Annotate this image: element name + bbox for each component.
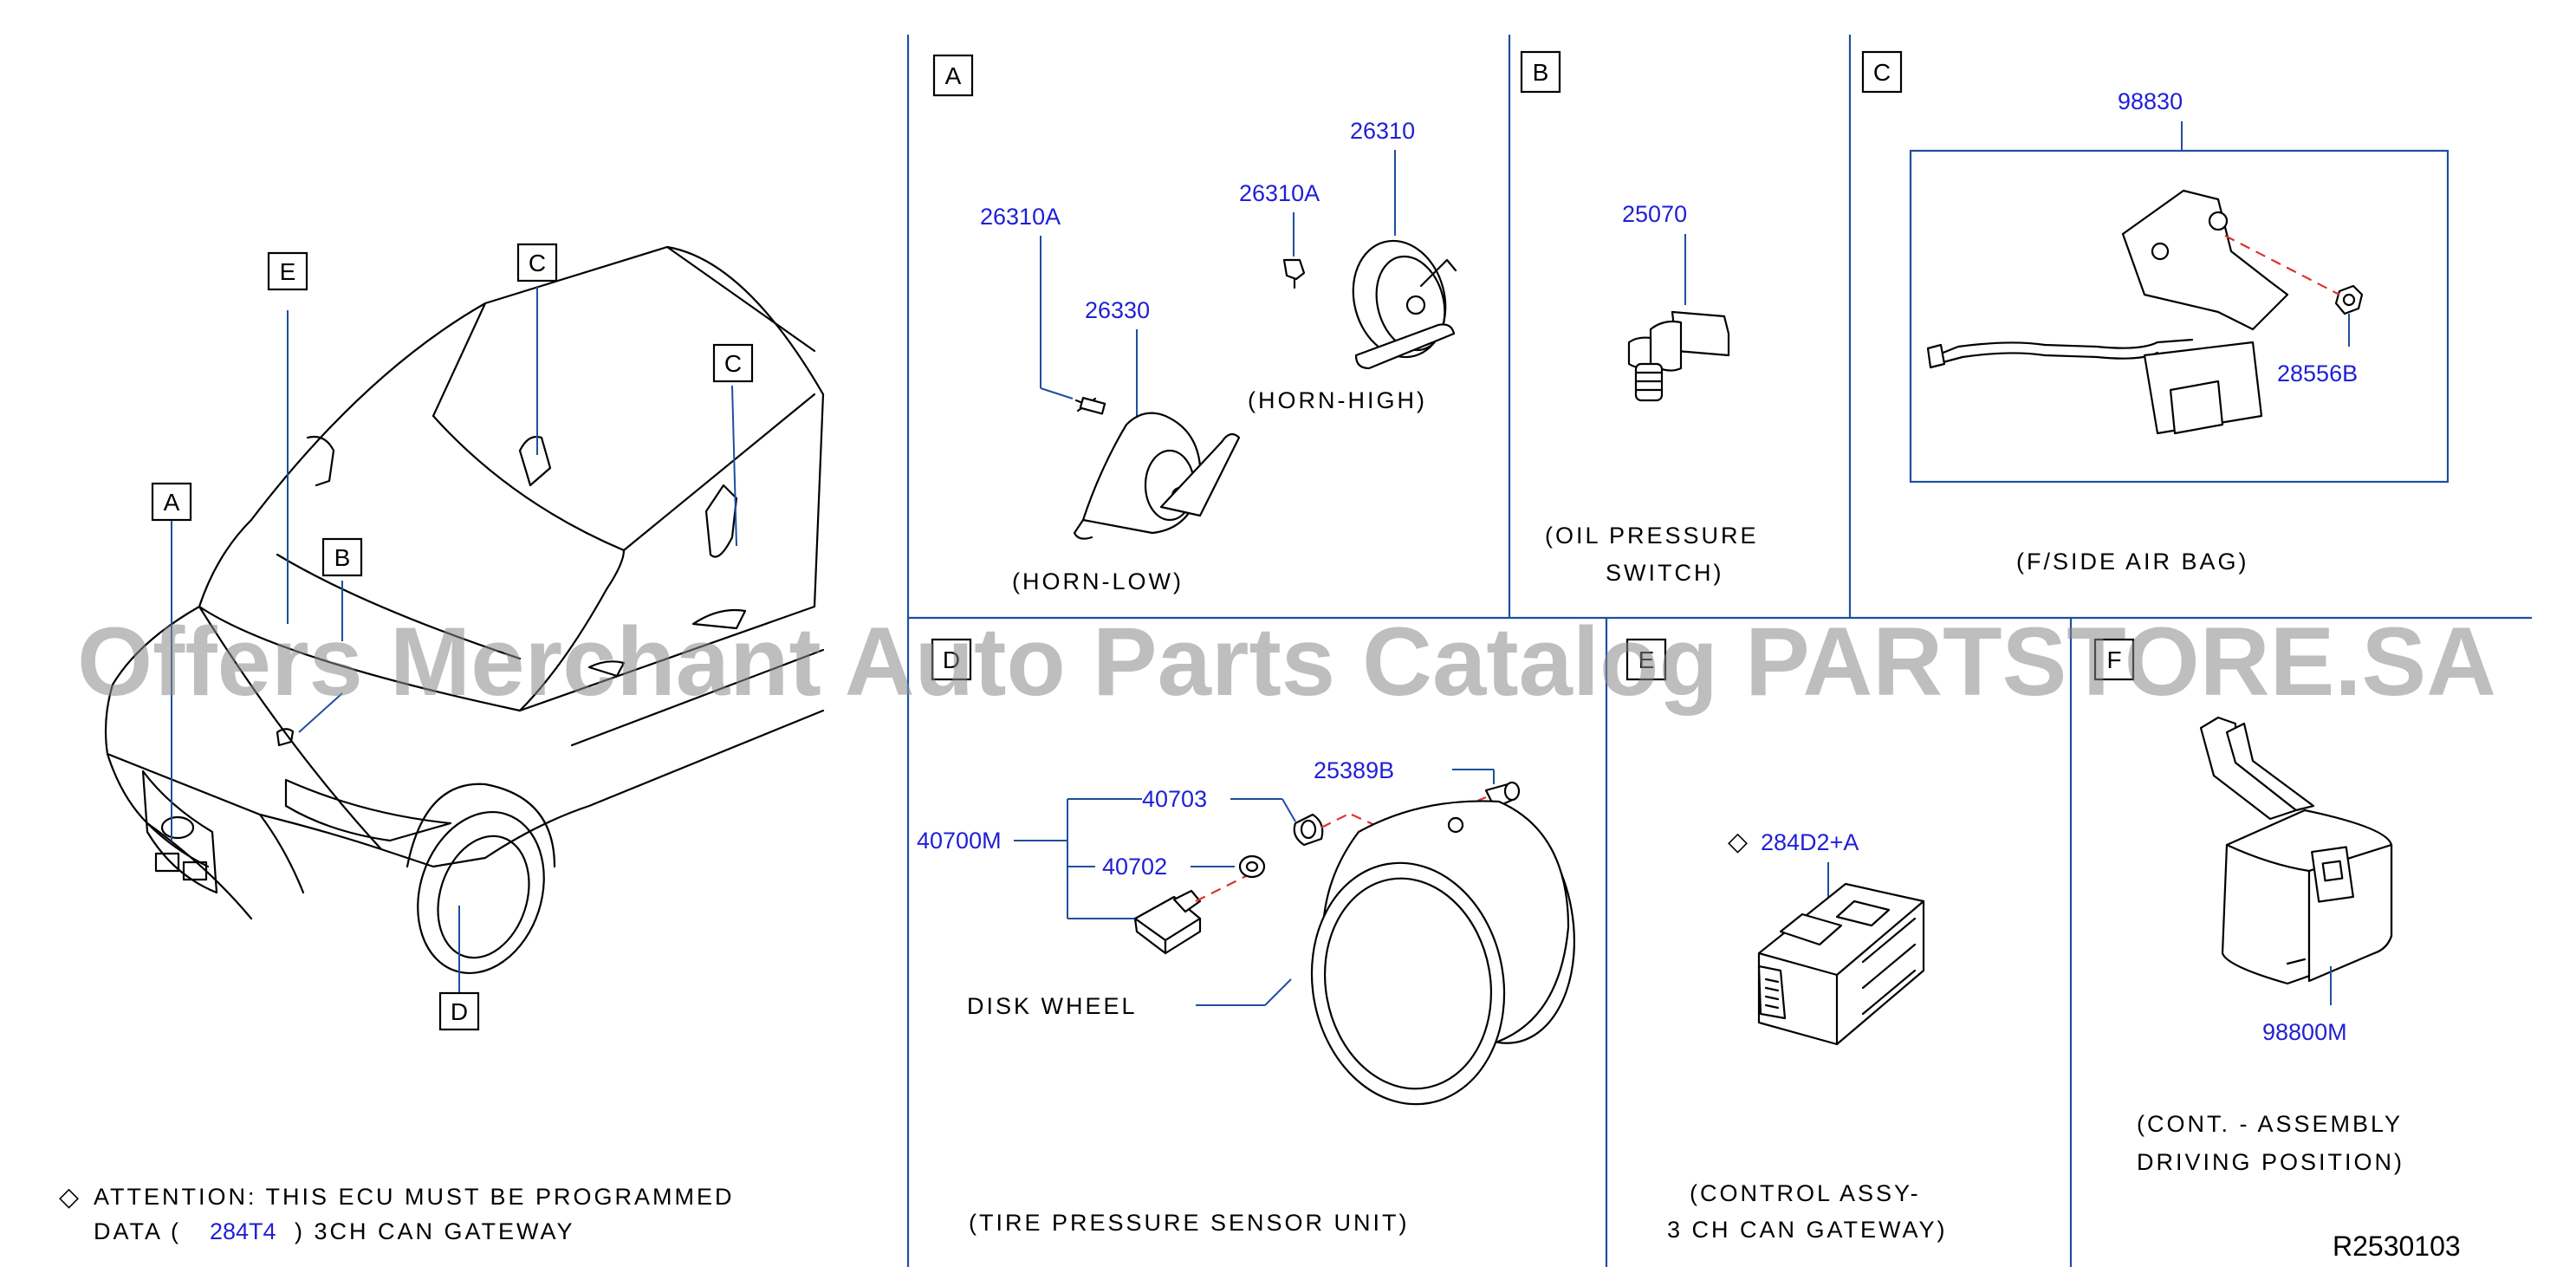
section-E-label: E: [1638, 646, 1655, 673]
part-25070: 25070: [1622, 201, 1687, 227]
panel-frames: [906, 35, 2532, 1267]
diamond-icon: ◇: [1728, 828, 1748, 856]
attention-note: ◇ ATTENTION: THIS ECU MUST BE PROGRAMMED…: [59, 1183, 735, 1244]
attention-line-1: ATTENTION: THIS ECU MUST BE PROGRAMMED: [94, 1184, 735, 1210]
section-C: C 98830 28556B (F/SIDE AIR BAG): [1861, 50, 2449, 575]
caption-cont-assembly-2: DRIVING POSITION): [2137, 1149, 2404, 1175]
section-F-label: F: [2106, 646, 2121, 673]
section-D: D 40700M 40703 40702 25389B: [917, 638, 1576, 1236]
attention-line-2-prefix: DATA (: [94, 1218, 181, 1244]
caption-oil-pressure-1: (OIL PRESSURE: [1545, 523, 1759, 549]
part-26310A-low: 26310A: [980, 204, 1061, 230]
svg-text:E: E: [280, 258, 296, 285]
part-40700M: 40700M: [917, 828, 1002, 854]
callout-E: E: [267, 251, 308, 291]
diamond-icon: ◇: [59, 1183, 79, 1211]
callout-B: B: [321, 537, 363, 577]
caption-side-air-bag: (F/SIDE AIR BAG): [2016, 549, 2249, 575]
section-A: A 26310A 26330 26310A 26310 (HORN-LOW) (…: [932, 54, 1457, 594]
section-B: B 25070 (OIL PRESSURE SWITCH): [1520, 50, 1759, 586]
part-26330: 26330: [1085, 297, 1150, 323]
svg-text:B: B: [334, 544, 351, 571]
part-40703: 40703: [1142, 786, 1207, 812]
svg-text:C: C: [529, 250, 546, 276]
watermark-text: Offers Merchant Auto Parts Catalog PARTS…: [77, 607, 2496, 716]
section-D-label: D: [943, 646, 960, 673]
car-overview-drawing: [104, 245, 825, 975]
section-A-label: A: [945, 62, 962, 89]
callout-C-windshield: C: [516, 243, 558, 283]
caption-control-assy-1: (CONTROL ASSY-: [1690, 1180, 1921, 1206]
caption-tire-pressure: (TIRE PRESSURE SENSOR UNIT): [969, 1210, 1410, 1236]
section-F: F 98800M (CONT. - ASSEMBLY DRIVING POSIT…: [2093, 638, 2404, 1175]
part-40702: 40702: [1102, 854, 1167, 880]
caption-horn-low: (HORN-LOW): [1012, 568, 1184, 594]
caption-cont-assembly-1: (CONT. - ASSEMBLY: [2137, 1111, 2403, 1137]
label-disk-wheel: DISK WHEEL: [967, 993, 1138, 1019]
part-98800M: 98800M: [2262, 1019, 2347, 1045]
callout-A: A: [151, 482, 192, 522]
callout-D: D: [438, 991, 480, 1031]
svg-text:C: C: [724, 350, 742, 377]
section-E: E ◇ 284D2+A (CONTROL ASSY- 3 CH CAN GATE…: [1625, 638, 1948, 1243]
section-C-label: C: [1873, 59, 1891, 86]
callout-C-pillar: C: [712, 343, 754, 383]
section-B-label: B: [1533, 59, 1549, 86]
part-25389B: 25389B: [1314, 757, 1394, 783]
svg-text:A: A: [164, 489, 180, 516]
attention-line-2-suffix: ) 3CH CAN GATEWAY: [295, 1218, 575, 1244]
caption-control-assy-2: 3 CH CAN GATEWAY): [1667, 1217, 1948, 1243]
part-26310: 26310: [1350, 118, 1415, 144]
caption-oil-pressure-2: SWITCH): [1606, 560, 1723, 586]
part-98830: 98830: [2118, 88, 2183, 114]
attention-part-number: 284T4: [210, 1218, 276, 1244]
part-284D2A: 284D2+A: [1761, 829, 1859, 855]
caption-horn-high: (HORN-HIGH): [1248, 387, 1427, 413]
car-callout-leads: [171, 286, 737, 992]
diagram-reference-code: R2530103: [2333, 1231, 2461, 1262]
part-28556B: 28556B: [2277, 360, 2358, 386]
part-26310A-high: 26310A: [1239, 180, 1320, 206]
svg-text:D: D: [451, 998, 468, 1025]
